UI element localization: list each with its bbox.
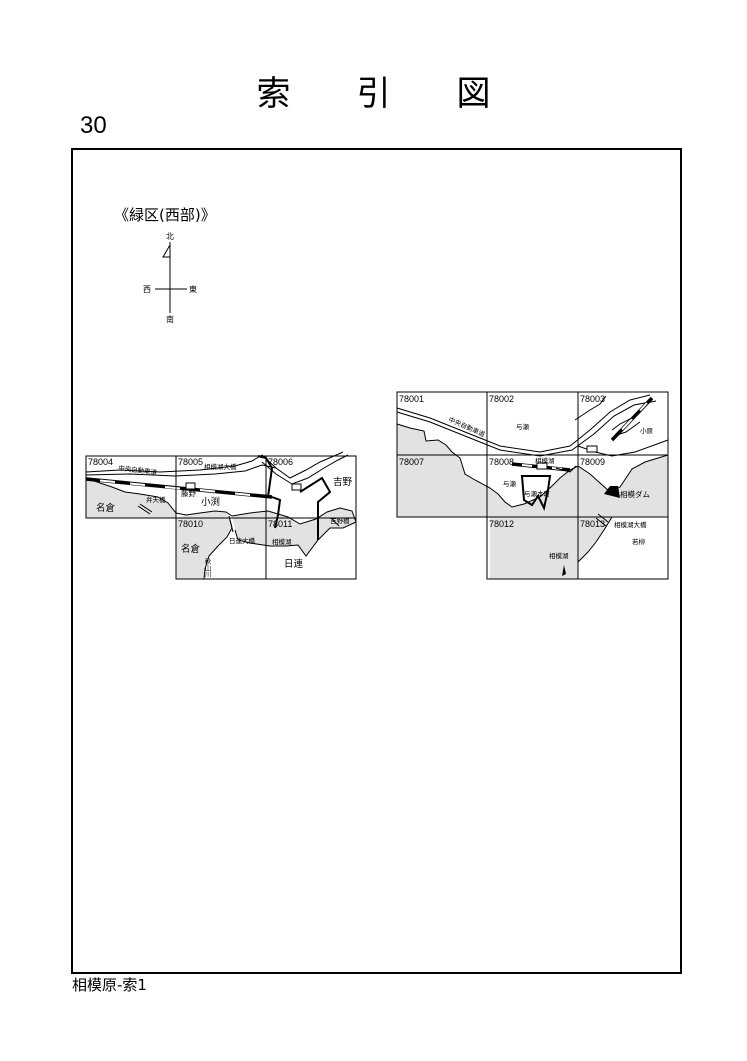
dam-icon [604,486,620,498]
map-frame [71,148,682,974]
station-marker [536,462,548,470]
road-line [85,464,277,477]
bridge-icon [228,515,234,533]
reservoir-area [86,478,176,518]
railway-dash [521,464,533,467]
river-label: 秋山川 [203,557,211,578]
bridge-label: 吉野橋 [330,516,350,525]
tile-code[interactable]: 78009 [580,457,605,467]
shoreline [85,477,357,525]
page-footer: 相模原-索1 [72,976,147,994]
place-label: 名倉 [96,502,116,514]
railway-dash [199,489,216,493]
islet-icon [562,565,566,576]
tile-grid-row1 [85,455,357,519]
bridge-icon [597,513,609,523]
left-index-map: 78004 78005 78006 78010 78011 中央自動車道 相模湖… [85,451,357,580]
bridge-label: 相模湖大橋 [614,520,647,529]
expressway-line [396,400,657,457]
railway-dash [164,486,181,490]
tile-grid-row3 [486,517,669,580]
compass-east-label: 東 [189,284,197,294]
bridge-label: 相模湖大橋 [204,462,237,471]
tile-code[interactable]: 78003 [580,394,605,404]
page-title: 索引図 [256,74,557,114]
railway-dash [621,418,633,431]
tile-code[interactable]: 78002 [489,394,514,404]
road-line [574,395,607,421]
bridge-icon [330,517,340,527]
tile-code[interactable]: 78013 [580,519,605,529]
reservoir-area [397,424,490,517]
station-marker [185,482,196,490]
area-boundary [271,496,282,529]
station-marker [291,483,302,491]
railway-dash [234,492,251,496]
tile-code[interactable]: 78011 [268,519,292,529]
tile-code[interactable]: 78004 [88,457,113,467]
tile-grid-row2 [175,518,357,580]
place-label: 小渕 [201,496,220,508]
tile-code[interactable]: 78007 [399,457,424,467]
reservoir-area [232,508,356,556]
place-label: 名倉 [181,543,201,555]
bridge-icon [139,503,153,513]
compass-west-label: 西 [143,285,151,294]
compass-rose: 北 南 東 西 [143,232,197,324]
area-boundary [520,475,552,511]
expressway-line [396,394,651,453]
tile-code[interactable]: 78010 [178,519,203,529]
road-line [555,465,577,473]
place-label: 日連 [284,558,304,570]
railway-dash [99,479,116,483]
place-label: 吉野 [333,477,353,488]
bridge-label: 弁天橋 [146,495,166,504]
north-arrow-icon [162,244,171,258]
road-line [611,415,641,437]
shoreline [234,521,357,557]
compass-north-label: 北 [166,232,174,241]
bridge-icon [137,505,151,515]
area-boundary [257,455,332,540]
railway-dash [129,482,146,486]
place-label: 与瀬 [503,479,517,488]
region-title: 《緑区(西部)》 [114,206,216,224]
tile-code[interactable]: 78001 [399,394,424,404]
expressway-line [261,454,349,485]
station-marker [586,445,598,453]
bridge-icon [595,517,607,527]
compass-south-label: 南 [166,314,174,324]
place-label: 与瀬 [516,422,530,431]
tile-code[interactable]: 78005 [178,457,203,467]
place-label: 与瀬本町 [524,489,551,498]
lake-label: 相模湖 [272,537,292,546]
station-label: 相模湖 [535,456,555,465]
place-label: 小原 [640,426,654,435]
page-number: 30 [80,112,107,139]
railway-dash [639,402,648,412]
road-line [85,454,263,473]
lake-label: 相模湖 [549,551,569,560]
place-label: 若柳 [632,537,645,546]
bridge-label: 日連大橋 [229,536,256,545]
tile-code[interactable]: 78008 [489,457,514,467]
reservoir-area [176,511,232,579]
shoreline [396,423,669,508]
tile-code[interactable]: 78006 [268,457,293,467]
right-index-map: 78001 78002 78003 78007 78008 78009 7801… [396,391,669,580]
tile-code[interactable]: 78012 [489,519,514,529]
dam-label: 相模ダム [620,489,650,499]
place-label: 藤野 [181,488,196,498]
